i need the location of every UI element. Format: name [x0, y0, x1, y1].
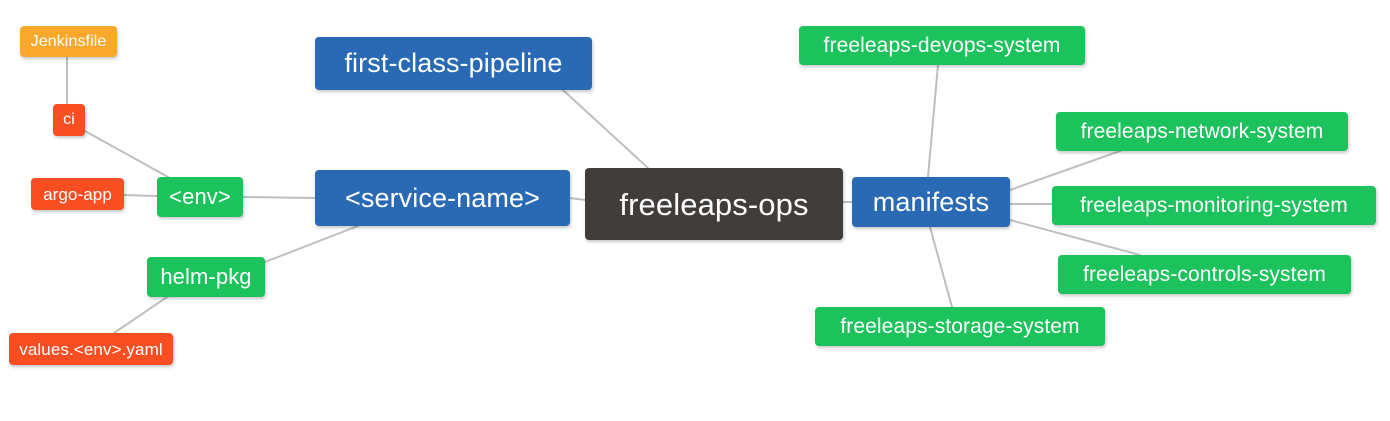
node-label-devops-system: freeleaps-devops-system [823, 34, 1061, 57]
edge-env-ci [84, 130, 169, 178]
node-label-values-yaml: values.<env>.yaml [19, 339, 163, 359]
edge-ops-pipeline [562, 89, 649, 169]
node-freeleaps-ops[interactable]: freeleaps-ops [585, 168, 843, 240]
edge-service-helm [264, 225, 359, 263]
edge-ops-service [569, 197, 586, 201]
node-values-yaml[interactable]: values.<env>.yaml [9, 333, 173, 365]
node-label-first-class-pipeline: first-class-pipeline [344, 48, 563, 78]
edge-service-env [242, 196, 316, 199]
node-ci[interactable]: ci [53, 104, 85, 136]
node-label-env: <env> [169, 184, 231, 209]
node-label-jenkinsfile: Jenkinsfile [30, 32, 107, 50]
edge-manifests-storage [929, 226, 953, 308]
node-monitoring-system[interactable]: freeleaps-monitoring-system [1052, 186, 1376, 225]
node-label-monitoring-system: freeleaps-monitoring-system [1080, 194, 1348, 217]
node-helm-pkg[interactable]: helm-pkg [147, 257, 265, 297]
node-env[interactable]: <env> [157, 177, 243, 217]
node-label-controls-system: freeleaps-controls-system [1083, 263, 1326, 286]
node-label-service-name: <service-name> [345, 182, 540, 213]
edge-manifests-controls [1009, 219, 1141, 256]
node-first-class-pipeline[interactable]: first-class-pipeline [315, 37, 592, 90]
node-jenkinsfile[interactable]: Jenkinsfile [20, 26, 117, 57]
edge-helm-values [113, 296, 168, 334]
edge-manifests-network [1009, 150, 1121, 191]
node-label-network-system: freeleaps-network-system [1080, 120, 1324, 143]
node-label-argo-app: argo-app [43, 184, 112, 204]
node-devops-system[interactable]: freeleaps-devops-system [799, 26, 1085, 65]
node-network-system[interactable]: freeleaps-network-system [1056, 112, 1348, 151]
node-controls-system[interactable]: freeleaps-controls-system [1058, 255, 1351, 294]
node-label-freeleaps-ops: freeleaps-ops [619, 186, 809, 222]
edge-env-argo [123, 194, 158, 197]
node-service-name[interactable]: <service-name> [315, 170, 570, 226]
node-storage-system[interactable]: freeleaps-storage-system [815, 307, 1105, 346]
node-label-helm-pkg: helm-pkg [160, 264, 252, 289]
node-label-ci: ci [63, 111, 75, 128]
node-manifests[interactable]: manifests [852, 177, 1010, 227]
node-label-manifests: manifests [872, 186, 990, 217]
edge-manifests-devops [927, 64, 939, 178]
node-argo-app[interactable]: argo-app [31, 178, 124, 210]
node-label-storage-system: freeleaps-storage-system [840, 315, 1080, 338]
